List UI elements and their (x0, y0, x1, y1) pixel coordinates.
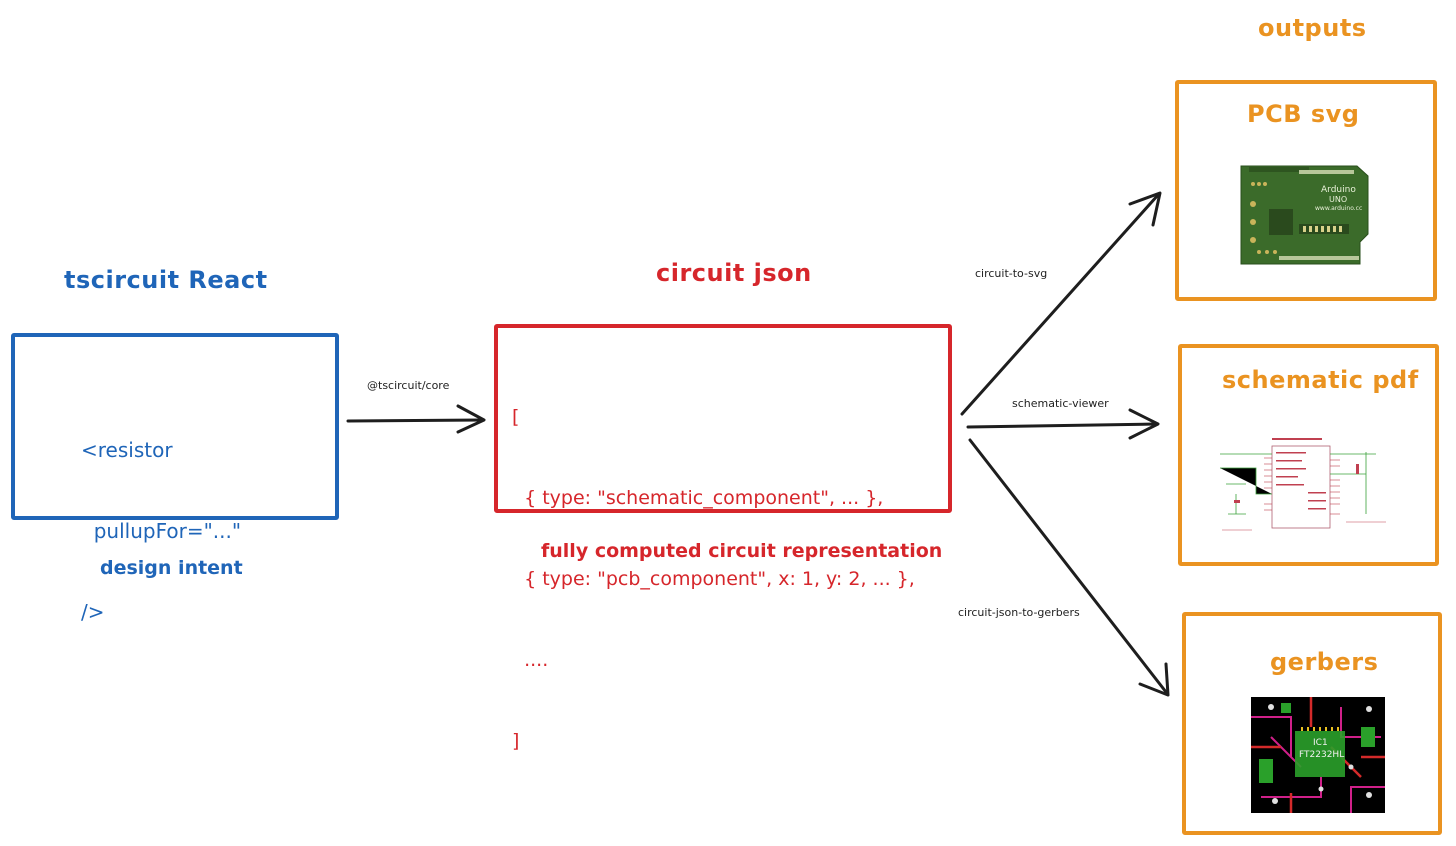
arrow-to-gerbers (968, 438, 1170, 697)
outputs-heading: outputs (1258, 14, 1367, 42)
arrow-to-schematic (966, 408, 1160, 440)
gerbers-chip-label: FT2232HL (1299, 750, 1344, 760)
tscircuit-react-title: tscircuit React (64, 266, 268, 294)
edge-label-schematic: schematic-viewer (1012, 397, 1109, 410)
json-code-line: { type: "pcb_component", x: 1, y: 2, ...… (512, 568, 915, 590)
gerbers-chip-label: IC1 (1313, 738, 1328, 748)
schematic-image (1220, 438, 1386, 531)
pcb-board-image: Arduino UNO www.arduino.cc (1240, 165, 1369, 265)
react-code-line: /> (81, 600, 105, 624)
circuit-json-code: [ { type: "schematic_component", ... }, … (512, 350, 915, 809)
react-code: <resistor pullupFor="..." /> (81, 383, 241, 680)
json-code-line: [ (512, 406, 520, 428)
gerbers-title: gerbers (1270, 648, 1379, 676)
circuit-json-title: circuit json (656, 259, 812, 287)
pcb-svg-title: PCB svg (1247, 100, 1360, 128)
react-code-line: pullupFor="..." (81, 519, 242, 543)
react-code-line: <resistor (81, 438, 173, 462)
pcb-board-label: UNO (1329, 195, 1347, 204)
react-code-box: <resistor pullupFor="..." /> (11, 333, 339, 624)
edge-label-core: @tscircuit/core (367, 379, 450, 392)
gerbers-box: gerbers IC1 FT2232HL (1182, 612, 1442, 835)
design-intent-caption: design intent (100, 557, 243, 579)
circuit-representation-caption: fully computed circuit representation (541, 540, 943, 562)
arrow-to-pcb (960, 191, 1162, 416)
gerbers-image: IC1 FT2232HL (1251, 697, 1385, 813)
pcb-board-label: Arduino (1321, 185, 1356, 195)
json-code-line: { type: "schematic_component", ... }, (512, 487, 884, 509)
json-code-line: ] (512, 730, 520, 752)
pcb-board-label: www.arduino.cc (1315, 205, 1362, 212)
pcb-svg-box: PCB svg Arduino UNO www.arduino.cc (1175, 80, 1437, 301)
arrow-core (346, 404, 486, 434)
circuit-json-box: [ { type: "schematic_component", ... }, … (494, 324, 952, 752)
edge-label-svg: circuit-to-svg (975, 267, 1048, 280)
edge-label-gerbers: circuit-json-to-gerbers (958, 606, 1080, 619)
schematic-pdf-title: schematic pdf (1222, 366, 1419, 394)
json-code-line: .... (512, 649, 549, 671)
schematic-pdf-box: schematic pdf (1178, 344, 1439, 566)
